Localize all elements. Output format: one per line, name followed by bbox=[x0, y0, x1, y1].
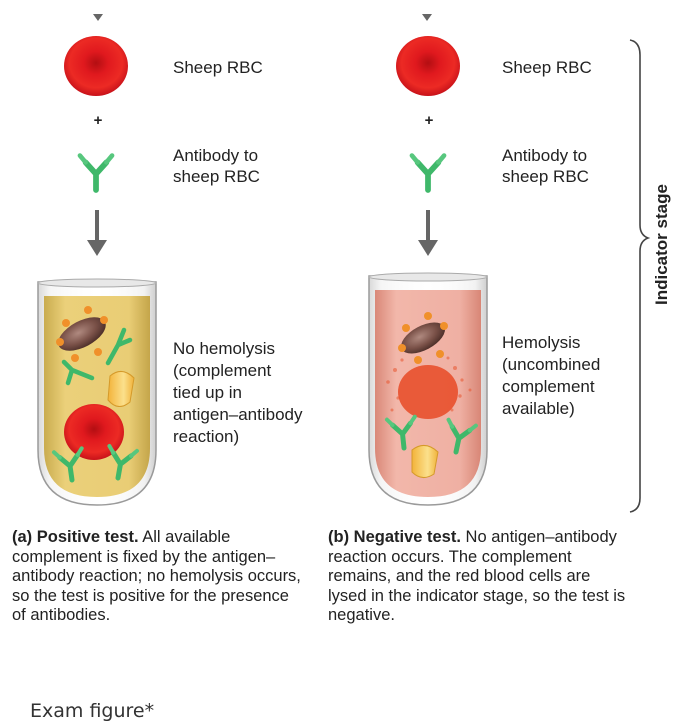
lysed-rbc bbox=[398, 365, 458, 419]
antibody-label-right: Antibody to sheep RBC bbox=[502, 146, 589, 186]
antibody-label-left: Antibody to sheep RBC bbox=[173, 146, 260, 186]
antigen-bacterium-left bbox=[56, 306, 108, 362]
antigen-bacterium-right bbox=[398, 312, 448, 364]
test-tube-positive bbox=[37, 278, 157, 506]
result-label-right: Hemolysis (uncombined complement availab… bbox=[502, 333, 601, 418]
down-arrow-right bbox=[418, 210, 438, 256]
caption-positive-title: (a) Positive test. bbox=[12, 528, 139, 546]
caption-positive-text: All available complement is fixed by the… bbox=[12, 528, 301, 624]
complement-left bbox=[107, 371, 135, 407]
sheep-rbc-label-left: Sheep RBC bbox=[173, 58, 263, 77]
top-arrow-left bbox=[93, 14, 103, 21]
caption-positive: (a) Positive test. All available complem… bbox=[12, 528, 302, 626]
plus-sign-right: + bbox=[425, 112, 434, 129]
sheep-rbc-left bbox=[64, 36, 128, 96]
right-column: + bbox=[368, 14, 488, 506]
antibody-icon-right bbox=[412, 156, 444, 191]
down-arrow-left bbox=[87, 210, 107, 256]
plus-sign-left: + bbox=[94, 112, 103, 129]
test-tube-negative bbox=[368, 272, 488, 506]
caption-negative: (b) Negative test. No antigen–antibody r… bbox=[328, 528, 628, 626]
top-arrow-right bbox=[422, 14, 432, 21]
footer-note: Exam figure* bbox=[30, 700, 155, 722]
antibody-icon-left bbox=[80, 156, 112, 191]
caption-negative-text: No antigen–antibody reaction occurs. The… bbox=[328, 528, 626, 624]
indicator-stage-bracket bbox=[629, 39, 651, 513]
sheep-rbc-right bbox=[396, 36, 460, 96]
indicator-stage-label: Indicator stage bbox=[652, 184, 671, 305]
complement-right bbox=[411, 445, 439, 478]
sheep-rbc-label-right: Sheep RBC bbox=[502, 58, 592, 77]
result-label-left: No hemolysis (complement tied up in anti… bbox=[173, 339, 303, 446]
caption-negative-title: (b) Negative test. bbox=[328, 528, 461, 546]
left-column: + bbox=[37, 14, 157, 506]
